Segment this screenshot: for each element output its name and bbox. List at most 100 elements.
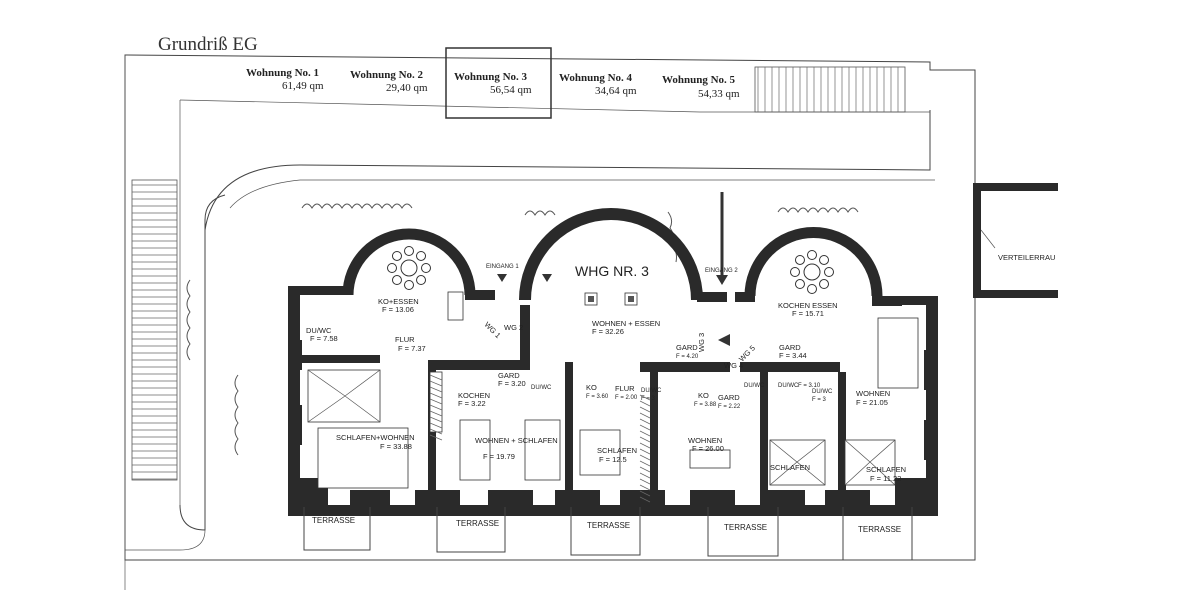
room-area: F = 12.5 — [599, 455, 627, 464]
chair — [807, 250, 817, 260]
room-label: SCHLAFEN — [770, 463, 810, 472]
apartment-2-area: 29,40 qm — [386, 82, 428, 94]
room-label: DU/WC — [778, 383, 799, 389]
room-area: F = 15.71 — [792, 309, 824, 318]
hatch-line — [429, 386, 443, 393]
room-area: F = 4.20 — [676, 354, 699, 360]
hatch-line — [639, 424, 651, 431]
room-label: WOHNEN — [688, 436, 722, 445]
room-labels: KO+ESSEN F = 13.06 DU/WC F = 7.58 FLUR F… — [306, 297, 906, 483]
chair — [819, 279, 830, 290]
room-label: DU/WC — [531, 385, 552, 391]
building-walls — [288, 208, 938, 516]
hatch-line — [429, 416, 443, 423]
room-area: F = 3 — [641, 396, 656, 402]
chair — [421, 263, 431, 273]
stair-frame — [754, 66, 906, 113]
dining-tables — [387, 246, 834, 294]
hatch-line — [639, 394, 651, 401]
wg-1-label: WG 1 — [483, 320, 503, 340]
room-label: SCHLAFEN — [866, 465, 906, 474]
room-area: F = 3 — [812, 397, 827, 403]
utility-room: VERTEILERRAU — [973, 183, 1058, 298]
hatch-line — [639, 412, 651, 419]
chair — [824, 267, 834, 277]
hatch-line — [639, 460, 651, 467]
room-label: SCHLAFEN — [597, 446, 637, 455]
hatch-line — [429, 434, 443, 441]
hatch-line — [429, 428, 443, 435]
room-area: F = 13.06 — [382, 305, 414, 314]
room-label: DU/WC — [641, 388, 662, 394]
chair — [819, 254, 830, 265]
room-area: F = 7.37 — [398, 344, 426, 353]
hatch-line — [639, 400, 651, 407]
room-label: WOHNEN + ESSEN — [592, 319, 660, 328]
wg-2-label: WG 2 — [504, 323, 523, 332]
terrace-label: TERRASSE — [858, 525, 901, 534]
room-label: SCHLAFEN+WOHNEN — [336, 433, 415, 442]
hatch-line — [639, 406, 651, 413]
room-area: F = 33.88 — [380, 442, 412, 451]
room-area: F = 3.20 — [498, 379, 526, 388]
skylights — [584, 292, 638, 306]
entrance-2-label: EINGANG 2 — [705, 268, 738, 274]
apartment-2-name: Wohnung No. 2 — [350, 69, 424, 81]
room-area: F = 3.88 — [694, 402, 717, 408]
table — [400, 259, 418, 277]
site-outline — [124, 54, 976, 590]
hatch-line — [429, 392, 443, 399]
room-label: KO+ESSEN — [378, 297, 419, 306]
chair — [391, 275, 402, 286]
room-label: FLUR — [615, 384, 635, 393]
room-area: F = 26.00 — [692, 444, 724, 453]
room-area: F = 32.26 — [592, 327, 624, 336]
room-area: F = 2.22 — [718, 404, 741, 410]
building-label: WHG NR. 3 — [575, 263, 649, 279]
chair — [794, 279, 805, 290]
room-label: DU/WC — [812, 389, 833, 395]
room-label: WOHNEN + SCHLAFEN — [475, 436, 558, 445]
utility-room-label: VERTEILERRAU — [998, 253, 1055, 262]
hatch-line — [639, 442, 651, 449]
apartment-5-name: Wohnung No. 5 — [662, 74, 736, 86]
apartment-4-name: Wohnung No. 4 — [559, 72, 633, 84]
room-label: GARD — [676, 343, 698, 352]
hatch-line — [429, 404, 443, 411]
chair — [790, 267, 800, 277]
hatch-line — [639, 418, 651, 425]
room-area: F = 11.22 — [870, 474, 901, 483]
room-label: DU/WC — [744, 383, 765, 389]
wg-5-label: WG 5 — [737, 343, 757, 363]
hatch-line — [639, 430, 651, 437]
apartment-1-area: 61,49 qm — [282, 80, 324, 92]
apartment-3-area: 56,54 qm — [490, 84, 532, 96]
wg-4-label: WG 4 — [724, 361, 743, 370]
plan-title: Grundriß EG — [158, 34, 258, 55]
apartment-1-name: Wohnung No. 1 — [246, 67, 319, 79]
hatch-line — [639, 454, 651, 461]
table — [803, 263, 821, 281]
hatch-line — [639, 466, 651, 473]
chair — [416, 275, 427, 286]
chair — [794, 254, 805, 265]
room-area: F = 3.60 — [586, 394, 609, 400]
chair — [404, 246, 414, 256]
room-area: F = 19.79 — [483, 452, 515, 461]
room-label: GARD — [779, 343, 801, 352]
room-area: F = 3.22 — [458, 399, 486, 408]
room-label: KOCHEN ESSEN — [778, 301, 838, 310]
hatch-line — [639, 478, 651, 485]
hatch-line — [429, 410, 443, 417]
hatch-line — [639, 472, 651, 479]
hatch-line — [429, 374, 443, 381]
top-right-stairs — [754, 66, 906, 113]
room-label: KO — [698, 391, 709, 400]
room-label: KO — [586, 383, 597, 392]
room-label: GARD — [498, 371, 520, 380]
wg-3-label: WG 3 — [697, 333, 706, 352]
room-label: WOHNEN — [856, 389, 890, 398]
stair-frame — [131, 179, 178, 481]
terrace-label: TERRASSE — [587, 521, 630, 530]
